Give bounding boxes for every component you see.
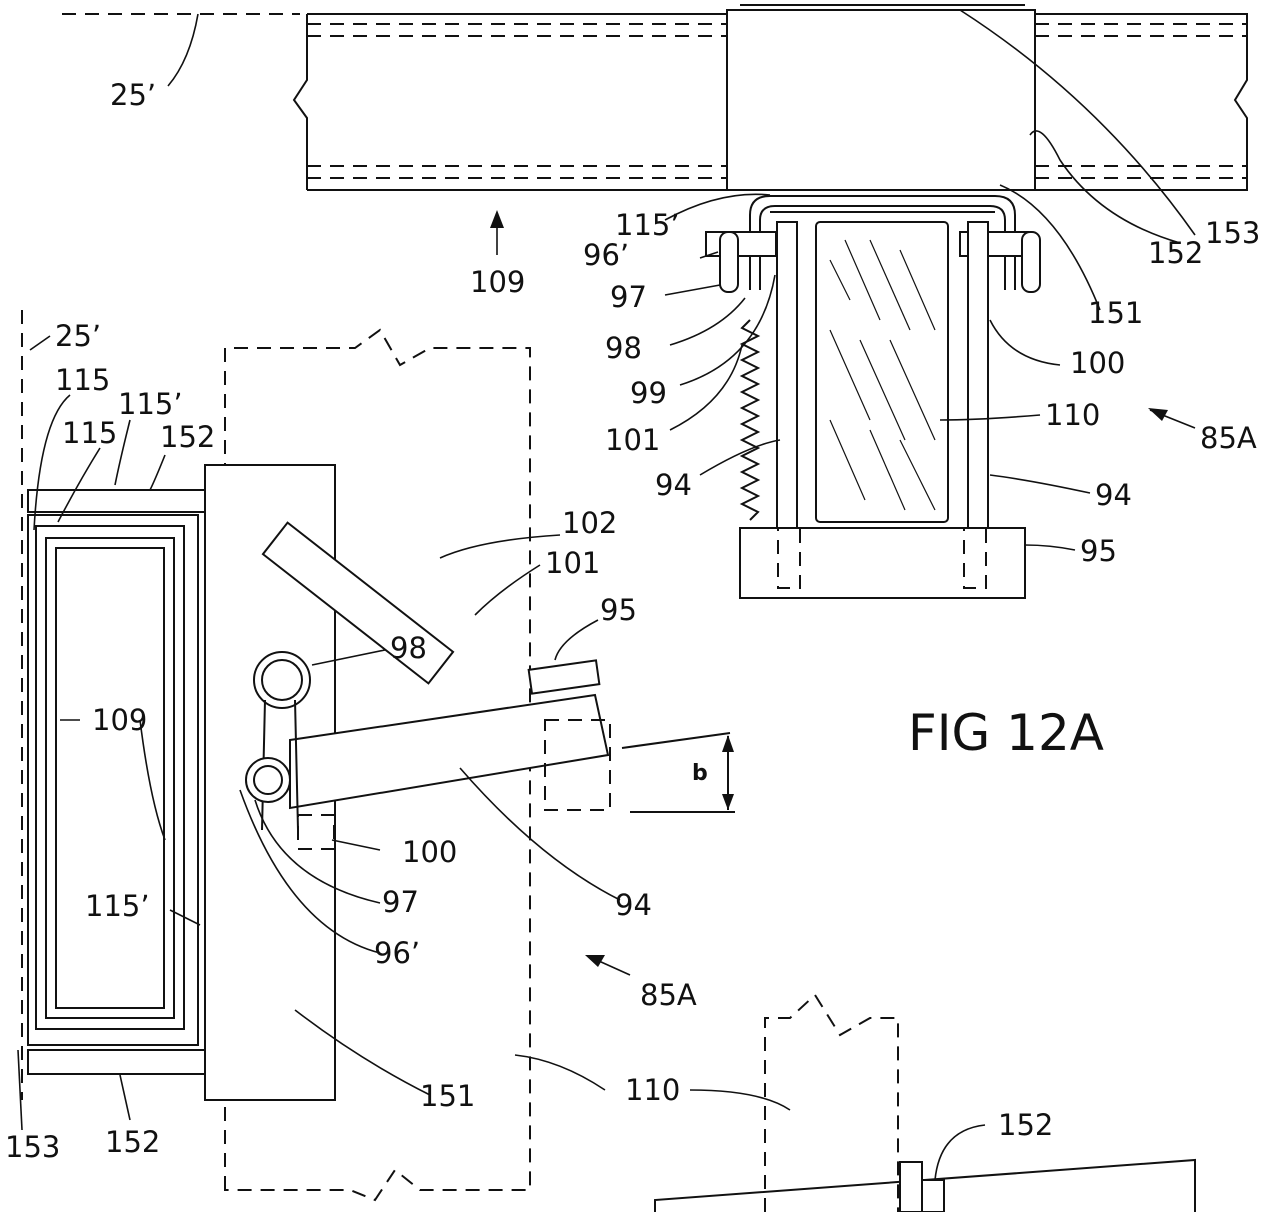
label-100-side: 100 xyxy=(402,835,457,869)
label-97-top: 97 xyxy=(610,280,647,314)
side-view xyxy=(21,310,1196,1212)
label-115-side-b: 115 xyxy=(62,416,117,450)
arrow-85a-top-head xyxy=(1148,408,1168,421)
label-94-side: 94 xyxy=(615,888,652,922)
label-98-top: 98 xyxy=(605,331,642,365)
label-152-top: 152 xyxy=(1148,236,1203,270)
dimension-b-top-arrow xyxy=(722,735,734,752)
label-115p-top: 115’ xyxy=(615,208,680,242)
arrow-85a-side-head xyxy=(585,955,605,967)
label-102: 102 xyxy=(562,506,617,540)
label-151-side: 151 xyxy=(420,1079,475,1113)
label-152-side: 152 xyxy=(160,420,215,454)
label-151-top: 151 xyxy=(1088,296,1143,330)
label-153-side: 153 xyxy=(5,1130,60,1164)
label-25p-side: 25’ xyxy=(55,319,101,353)
label-110-top: 110 xyxy=(1045,398,1100,432)
label-153-top: 153 xyxy=(1205,216,1260,250)
label-101-side: 101 xyxy=(545,546,600,580)
label-115-side-a: 115 xyxy=(55,363,110,397)
label-95-top: 95 xyxy=(1080,534,1117,568)
dimension-b-bottom-arrow xyxy=(722,794,734,810)
label-115p-side-b: 115’ xyxy=(85,889,150,923)
label-96p-side: 96’ xyxy=(374,936,420,970)
label-96p-top: 96’ xyxy=(583,238,629,272)
label-100-top: 100 xyxy=(1070,346,1125,380)
label-99-top: 99 xyxy=(630,376,667,410)
label-152-bottom: 152 xyxy=(998,1108,1053,1142)
label-94-top-right: 94 xyxy=(1095,478,1132,512)
label-101-top: 101 xyxy=(605,423,660,457)
arrow-109-head xyxy=(490,210,504,228)
label-97-side: 97 xyxy=(382,885,419,919)
label-85a-top: 85A xyxy=(1200,421,1257,455)
reference-labels: 25’ 109 115’ 96’ 97 98 99 101 94 110 100… xyxy=(5,78,1260,1164)
label-25p-top: 25’ xyxy=(110,78,156,112)
top-view xyxy=(62,4,1248,599)
arrow-heads xyxy=(490,210,1168,967)
label-98-side: 98 xyxy=(390,631,427,665)
label-95-side: 95 xyxy=(600,593,637,627)
figure-title: FIG 12A xyxy=(908,704,1104,762)
label-110-side: 110 xyxy=(625,1073,680,1107)
label-94-top-left: 94 xyxy=(655,468,692,502)
label-dimension-b: b xyxy=(692,761,708,786)
label-115p-side-a: 115’ xyxy=(118,387,183,421)
leader-lines xyxy=(17,9,1196,1181)
label-109-side: 109 xyxy=(92,703,147,737)
label-109-top: 109 xyxy=(470,265,525,299)
label-152-side-bottom: 152 xyxy=(105,1125,160,1159)
label-85a-side: 85A xyxy=(640,978,697,1012)
